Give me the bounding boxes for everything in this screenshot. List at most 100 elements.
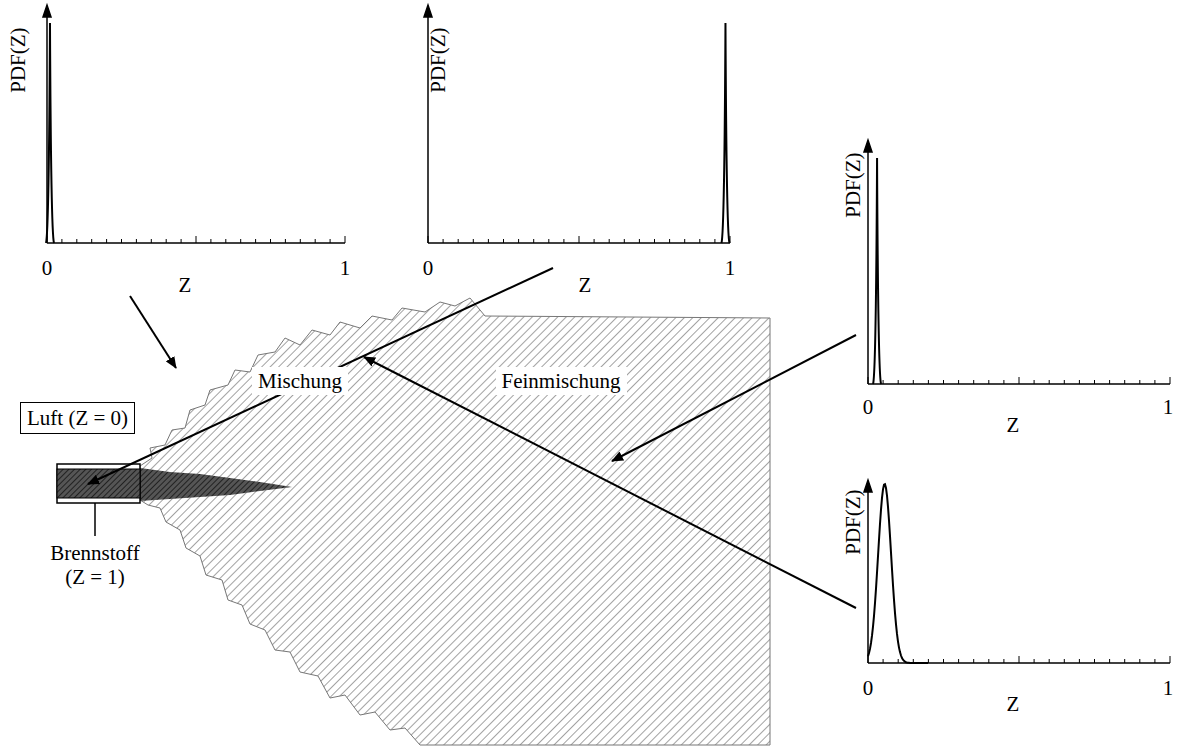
axis-tick xyxy=(1034,659,1035,663)
axis-tick xyxy=(1049,659,1050,663)
axis-tick xyxy=(1109,380,1110,384)
pointer-arrow xyxy=(130,296,176,368)
axis-tick xyxy=(609,239,610,243)
y-axis xyxy=(867,490,869,663)
axis-tick xyxy=(624,239,625,243)
y-axis xyxy=(867,150,869,384)
fuel-label: Brennstoff (Z = 1) xyxy=(40,541,150,589)
axis-tick xyxy=(270,239,271,243)
axis-tick xyxy=(1064,380,1065,384)
axis-tick xyxy=(76,239,77,243)
axis-tick xyxy=(106,239,107,243)
region-label: Mischung xyxy=(252,367,348,395)
axis-tick xyxy=(345,236,346,243)
axis-tick xyxy=(898,659,899,663)
axis-tick xyxy=(973,380,974,384)
axis-tick xyxy=(1079,659,1080,663)
axis-tick xyxy=(883,380,884,384)
axis-tick xyxy=(518,239,519,243)
axis-tick xyxy=(166,239,167,243)
axis-tick xyxy=(1034,380,1035,384)
air-box: Luft (Z = 0) xyxy=(20,402,135,434)
axis-tick xyxy=(883,659,884,663)
axis-label: PDF(Z) xyxy=(841,152,865,217)
axis-tick xyxy=(1124,380,1125,384)
axis-label: Z xyxy=(1007,692,1020,716)
pdf-curve xyxy=(721,23,729,243)
axis-tick xyxy=(928,380,929,384)
axis-tick xyxy=(210,239,211,243)
axis-tick xyxy=(563,239,564,243)
axis-tick xyxy=(443,239,444,243)
axis-tick xyxy=(1019,656,1020,663)
axis-tick xyxy=(1003,659,1004,663)
axis-tick xyxy=(943,659,944,663)
axis-tick xyxy=(300,239,301,243)
axis-tick xyxy=(868,377,869,384)
axis-tick xyxy=(136,239,137,243)
axis-tick xyxy=(1049,380,1050,384)
axis-tick xyxy=(458,239,459,243)
pdf-curve xyxy=(873,158,881,384)
axis-label: PDF(Z) xyxy=(426,27,450,92)
axis-tick xyxy=(315,239,316,243)
fuel-stream xyxy=(57,469,140,498)
pointer-arrow xyxy=(612,335,856,461)
tick-label: 0 xyxy=(423,256,434,280)
pointer-arrow xyxy=(364,357,856,608)
axis-tick xyxy=(1170,377,1171,384)
axis-tick xyxy=(958,659,959,663)
axis-label: Z xyxy=(179,273,192,297)
axis-tick xyxy=(1019,377,1020,384)
tick-label: 0 xyxy=(863,395,874,419)
axis-tick xyxy=(285,239,286,243)
tick-label: 1 xyxy=(340,256,351,280)
axis-tick xyxy=(1064,659,1065,663)
box-text: Luft (Z = 0) xyxy=(27,406,128,430)
leader-line xyxy=(94,503,96,536)
axis-tick xyxy=(1170,656,1171,663)
axis-label: Z xyxy=(579,273,592,297)
axis-tick xyxy=(1109,659,1110,663)
axis-tick xyxy=(330,239,331,243)
axis-tick xyxy=(1094,659,1095,663)
tick-label: 1 xyxy=(1163,395,1174,419)
axis-tick xyxy=(225,239,226,243)
axis-tick xyxy=(1094,380,1095,384)
axis-tick xyxy=(428,236,429,243)
region-label: Feinmischung xyxy=(496,367,627,395)
pdf-curve xyxy=(868,484,928,663)
tick-label: 0 xyxy=(42,256,53,280)
axis-tick xyxy=(255,239,256,243)
axis-tick xyxy=(181,239,182,243)
axis-label: PDF(Z) xyxy=(6,27,30,92)
axis-tick xyxy=(988,659,989,663)
axis-tick xyxy=(714,239,715,243)
axis-tick xyxy=(579,236,580,243)
axis-arrowhead xyxy=(424,5,432,17)
nozzle-wall xyxy=(57,464,140,503)
axis-tick xyxy=(533,239,534,243)
axis-tick xyxy=(973,659,974,663)
axis-tick xyxy=(594,239,595,243)
axis-tick xyxy=(913,380,914,384)
axis-tick xyxy=(1154,380,1155,384)
pointer-arrow xyxy=(88,268,553,484)
axis-tick xyxy=(1139,380,1140,384)
axis-label: Z xyxy=(1007,413,1020,437)
pdf-curve xyxy=(46,23,54,243)
mixing-region xyxy=(140,298,770,745)
axis-tick xyxy=(1079,380,1080,384)
axis-tick xyxy=(1154,659,1155,663)
axis-tick xyxy=(61,239,62,243)
axis-tick xyxy=(943,380,944,384)
potential-core xyxy=(140,468,292,501)
axis-tick xyxy=(91,239,92,243)
axis-tick xyxy=(958,380,959,384)
axis-tick xyxy=(988,380,989,384)
axis-tick xyxy=(503,239,504,243)
axis-arrowhead xyxy=(864,480,872,492)
tick-label: 1 xyxy=(1163,676,1174,700)
axis-tick xyxy=(488,239,489,243)
axis-tick xyxy=(473,239,474,243)
